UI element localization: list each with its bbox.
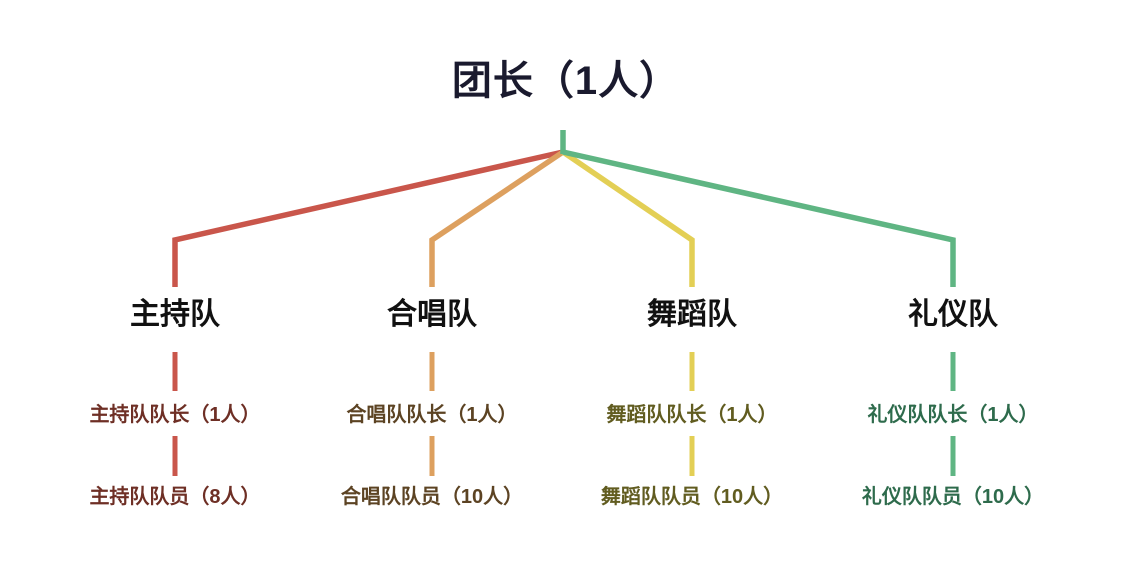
leader-label-hechangdui: 合唱队队长（1人）: [346, 404, 518, 426]
team-label-wudaodui: 舞蹈队: [647, 298, 737, 331]
team-label-zhuchidui: 主持队: [130, 298, 220, 331]
root-node-label: 团长（1人）: [451, 59, 681, 103]
team-label-hechangdui: 合唱队: [387, 298, 477, 331]
branch-connector-3: [561, 149, 695, 287]
branch-connector-4: [562, 149, 956, 287]
branch-connector-1: [172, 149, 564, 287]
member-label-wudaodui: 舞蹈队队员（10人）: [600, 486, 784, 508]
member-label-liyidui: 礼仪队队员（10人）: [861, 486, 1045, 508]
branch-connector-2: [429, 149, 565, 287]
leader-label-liyidui: 礼仪队队长（1人）: [867, 404, 1039, 426]
member-label-zhuchidui: 主持队队员（8人）: [89, 486, 261, 508]
leader-label-zhuchidui: 主持队队长（1人）: [89, 404, 261, 426]
leader-label-wudaodui: 舞蹈队队长（1人）: [606, 404, 778, 426]
member-label-hechangdui: 合唱队队员（10人）: [340, 486, 524, 508]
team-label-liyidui: 礼仪队: [908, 298, 998, 331]
